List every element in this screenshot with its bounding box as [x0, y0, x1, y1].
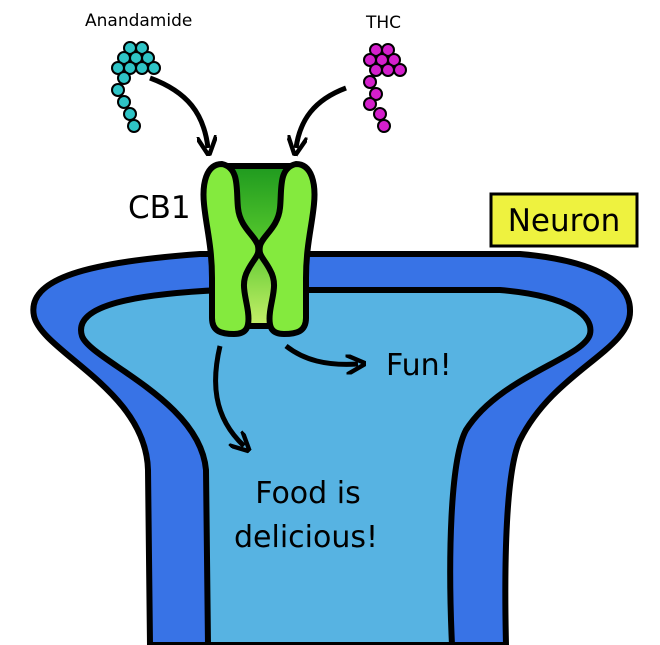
molecule-atom	[123, 107, 137, 121]
molecule-atom	[363, 75, 377, 89]
molecule-atom	[369, 63, 383, 77]
cb1-receptor	[200, 161, 318, 337]
neuron-label: Neuron	[508, 203, 621, 239]
neuron-interior	[78, 287, 594, 645]
molecule-atom	[117, 95, 131, 109]
molecule-atom	[147, 61, 161, 75]
molecule-atom	[111, 83, 125, 97]
molecule-atom	[377, 119, 391, 133]
molecule-atom	[141, 51, 155, 65]
thc-label: THC	[365, 13, 401, 33]
anandamide-label: Anandamide	[85, 11, 192, 31]
molecule-atom	[127, 119, 141, 133]
thc-molecule	[363, 43, 407, 133]
fun-effect-label: Fun!	[386, 348, 452, 383]
molecule-atom	[369, 87, 383, 101]
cb1-label: CB1	[128, 190, 191, 226]
molecule-atom	[381, 43, 395, 57]
food-arrow-icon	[213, 345, 244, 446]
food-effect-label-line1: Food is	[255, 476, 360, 511]
thc-arrow-icon	[296, 85, 347, 148]
anandamide-arrow-icon	[149, 75, 208, 148]
molecule-atom	[381, 63, 395, 77]
molecule-atom	[393, 63, 407, 77]
molecule-atom	[373, 107, 387, 121]
neuron-label-box: Neuron	[489, 192, 639, 248]
fun-arrow-icon	[284, 344, 358, 364]
molecule-atom	[135, 41, 149, 55]
molecule-atom	[387, 53, 401, 67]
molecule-atom	[363, 97, 377, 111]
molecule-atom	[117, 71, 131, 85]
anandamide-molecule	[111, 41, 161, 133]
food-effect-label-line2: delicious!	[234, 520, 378, 555]
molecule-atom	[135, 61, 149, 75]
